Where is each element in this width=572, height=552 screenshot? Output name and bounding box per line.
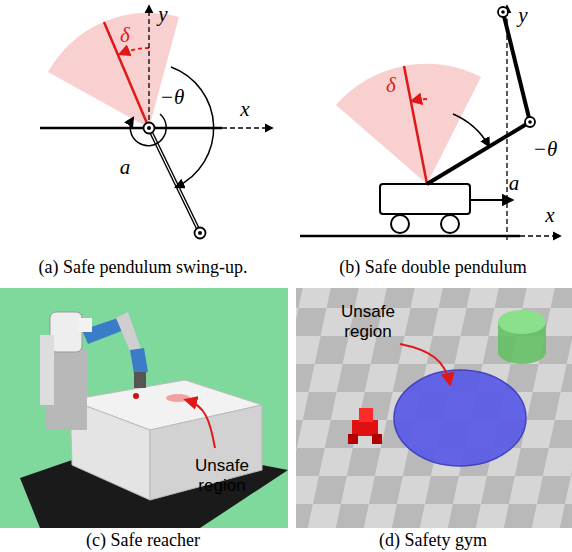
axis-label: x: [240, 98, 249, 121]
axis-label: y: [518, 4, 527, 27]
action-label: a: [509, 172, 520, 195]
panel-caption: (d) Safety gym: [379, 531, 487, 551]
angle-label: −θ: [533, 138, 558, 161]
panel-caption: (c) Safe reacher: [86, 531, 200, 551]
safety-gym-scene: [296, 288, 572, 528]
angle-label: δ: [120, 24, 130, 47]
region-callout: Unsafe region: [184, 456, 260, 495]
axis-label: y: [158, 3, 167, 26]
region-callout: Unsafe region: [330, 302, 406, 341]
panel-caption: (a) Safe pendulum swing-up.: [39, 258, 248, 278]
axis-label: x: [545, 204, 554, 227]
panel-caption: (b) Safe double pendulum: [339, 258, 526, 278]
angle-label: δ: [386, 74, 396, 97]
angle-label: −θ: [160, 86, 185, 109]
action-label: a: [120, 156, 131, 179]
double-pendulum-figure: [300, 6, 560, 240]
reacher-scene: [0, 288, 288, 528]
pendulum-figure: [40, 6, 272, 239]
